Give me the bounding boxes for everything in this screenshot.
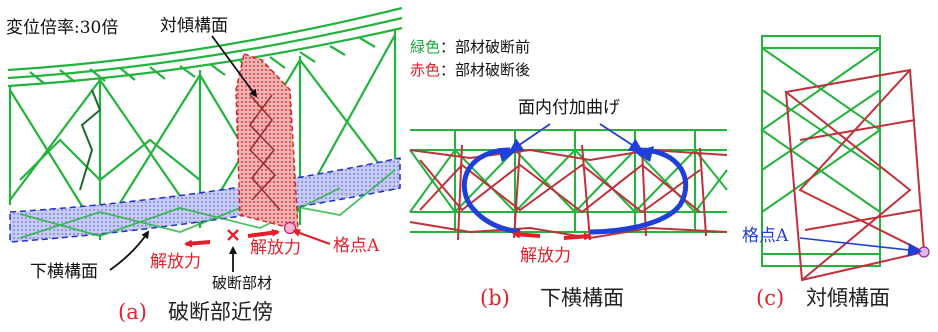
displacement-scale-label: 変位倍率:30倍 xyxy=(6,18,119,38)
release-force-label-1: 解放力 xyxy=(150,252,201,272)
node-a-label: 格点A xyxy=(333,236,380,256)
bending-arc-right-head xyxy=(634,146,654,162)
release-force-arrow-left xyxy=(184,239,211,248)
legend-red-desc: ：部材破断後 xyxy=(440,61,531,79)
lower-lateral-plane-label: 下横構面 xyxy=(30,262,98,282)
legend-green: 緑色：部材破断前 xyxy=(410,40,530,55)
fractured-member-label: 破断部材 xyxy=(212,274,273,292)
release-force-label-2: 解放力 xyxy=(250,238,301,258)
panel-b-red-plan xyxy=(409,144,728,241)
bending-leader-left xyxy=(508,123,551,153)
release-force-b-label: 解放力 xyxy=(520,246,571,266)
caption-c-letter: (c) xyxy=(756,286,785,310)
panel-a-truss xyxy=(7,6,403,240)
caption-a-letter: (a) xyxy=(118,300,147,324)
caption-b-letter: (b) xyxy=(480,286,510,310)
panel-c-node-a-leader xyxy=(799,237,922,257)
release-force-arrow-right xyxy=(247,228,280,238)
caption-c-text: 対傾構面 xyxy=(806,286,890,310)
legend-green-color: 緑色 xyxy=(410,38,441,56)
sway-frame-members xyxy=(248,94,281,211)
caption-b-text: 下横構面 xyxy=(540,286,624,310)
caption-a-text: 破断部近傍 xyxy=(168,300,273,324)
sway-plane-label: 対傾構面 xyxy=(160,16,228,36)
legend-red: 赤色：部材破断後 xyxy=(410,63,530,78)
panel-c-node-a-marker xyxy=(918,246,930,258)
legend-green-desc: ：部材破断前 xyxy=(440,38,531,56)
panel-c-red-frame xyxy=(784,68,926,282)
release-force-b-right xyxy=(563,232,592,241)
sway-plane-leader xyxy=(211,35,258,98)
lower-plane-leader xyxy=(109,230,150,271)
fracture-mark xyxy=(227,229,239,241)
legend-red-color: 赤色 xyxy=(410,61,441,79)
panel-c-node-a-label: 格点A xyxy=(742,226,789,246)
in-plane-bending-label: 面内付加曲げ xyxy=(518,98,620,118)
release-force-b-left xyxy=(512,230,541,239)
bending-arc-right xyxy=(589,147,689,235)
lower-lateral-plane-band xyxy=(9,157,401,243)
panel-c-green-frame xyxy=(760,35,882,267)
node-a-leader xyxy=(292,229,331,245)
bending-arc-left xyxy=(461,147,521,235)
panel-a-displaced-member xyxy=(79,89,102,191)
bending-leader-right xyxy=(599,123,644,153)
panel-b-green-plan xyxy=(409,129,728,233)
